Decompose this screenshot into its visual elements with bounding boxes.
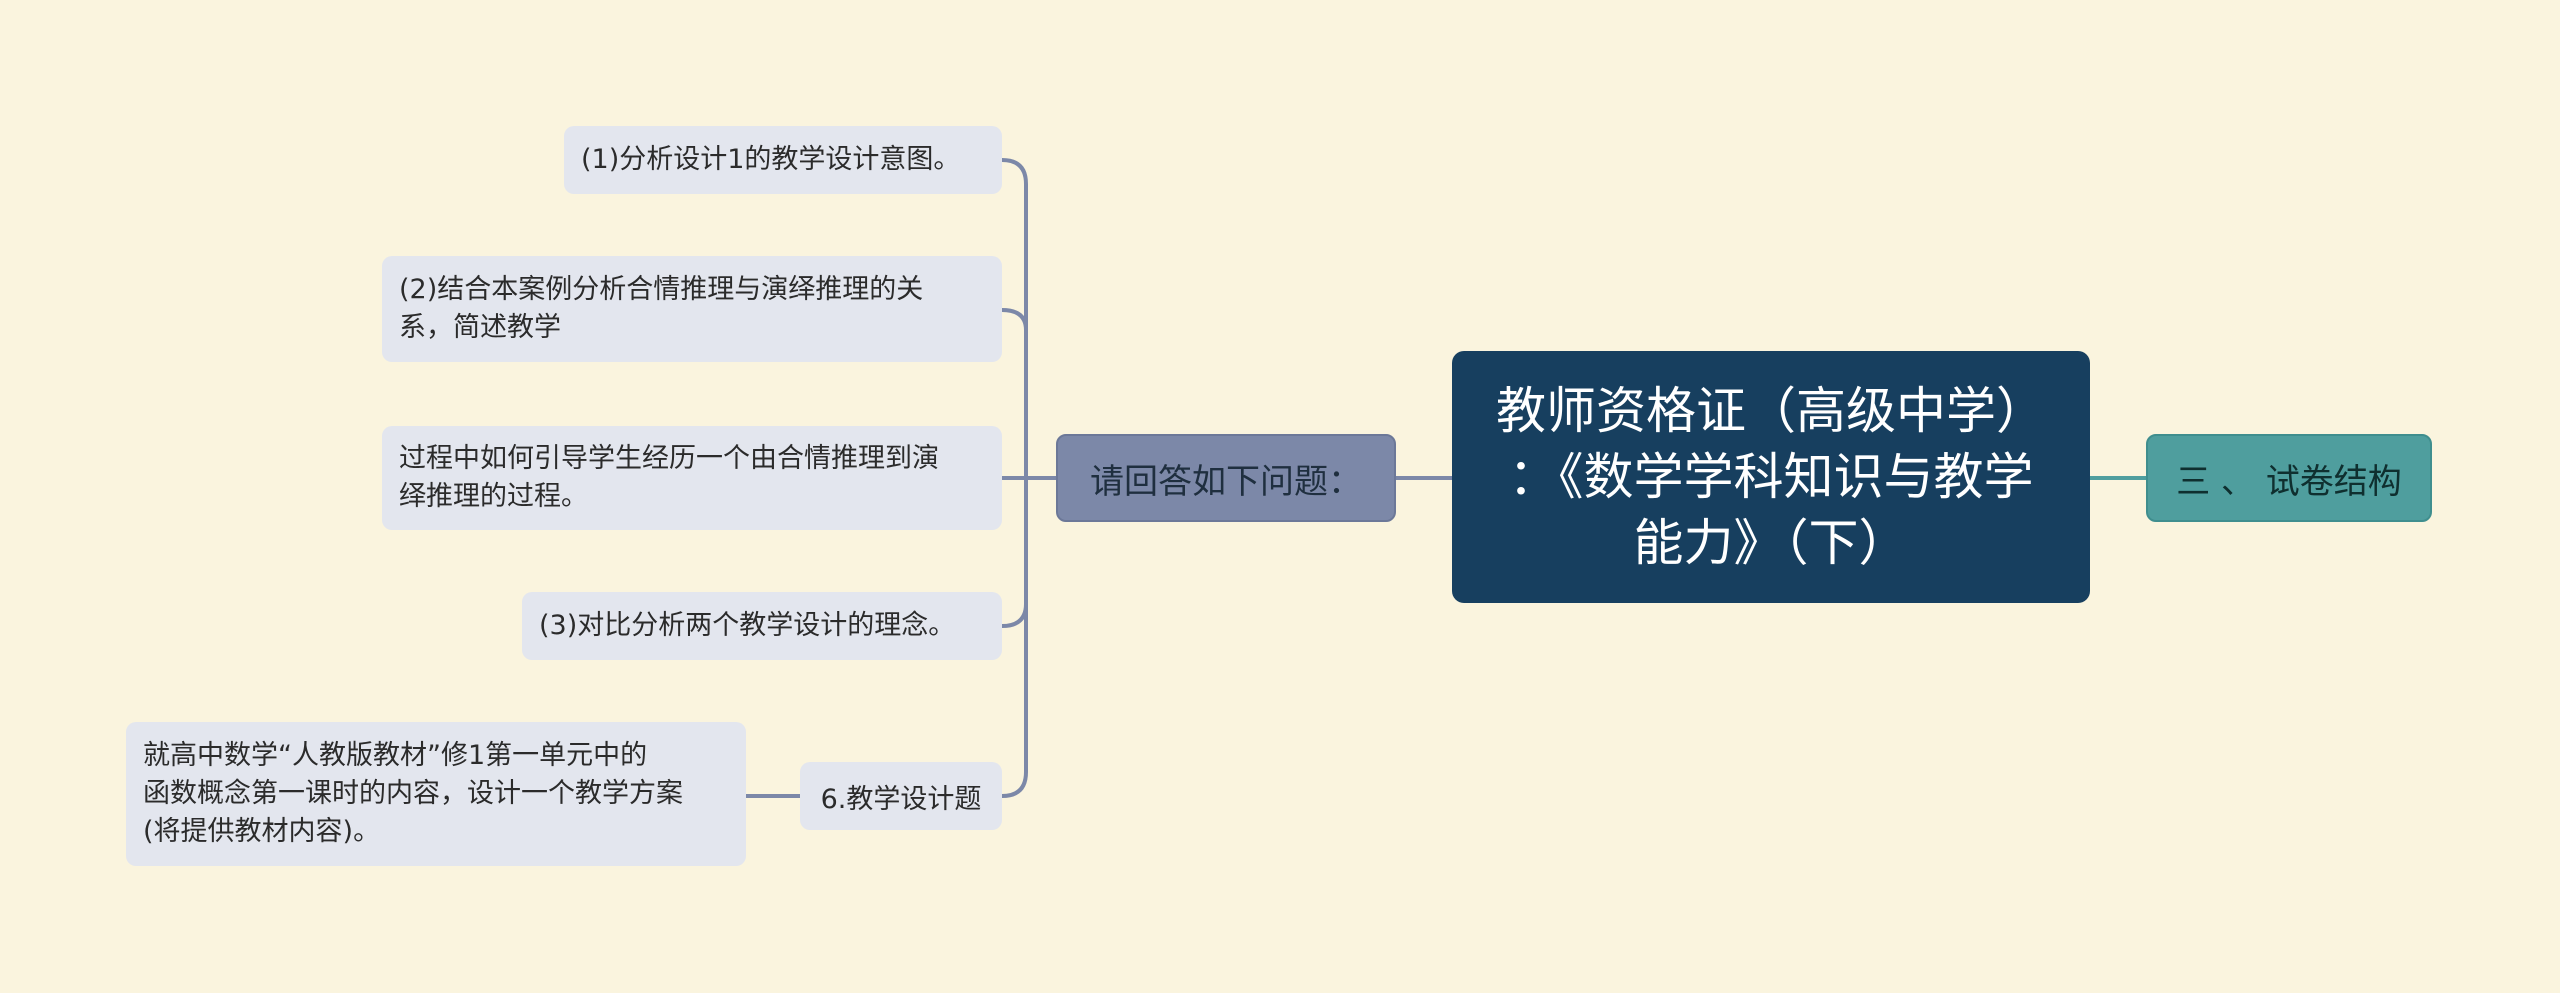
root-node[interactable]: 教师资格证（高级中学） ：《数学学科知识与教学 能力》（下） (1452, 351, 2090, 603)
branch-questions-label: 请回答如下问题： (1090, 461, 1362, 502)
root-line-3: 能力》（下） (1633, 514, 1909, 572)
root-line-1: 教师资格证（高级中学） (1496, 382, 2046, 440)
question-leaf-4[interactable]: (3)对比分析两个教学设计的理念。 (522, 592, 1002, 660)
question-leaf-3[interactable]: 过程中如何引导学生经历一个由合情推理到演 绎推理的过程。 (382, 426, 1002, 530)
design-task-detail[interactable]: 就高中数学“人教版教材”修1第一单元中的 函数概念第一课时的内容，设计一个教学方… (126, 722, 746, 866)
question-leaf-4-line-1: (3)对比分析两个教学设计的理念。 (539, 610, 956, 641)
design-task-detail-line-3: (将提供教材内容)。 (143, 816, 381, 847)
question-leaf-1-line-1: (1)分析设计1的教学设计意图。 (581, 144, 961, 175)
question-leaf-1[interactable]: (1)分析设计1的教学设计意图。 (564, 126, 1002, 194)
design-task-label: 6.教学设计题 (820, 783, 982, 815)
design-task-detail-line-1: 就高中数学“人教版教材”修1第一单元中的 (143, 740, 648, 771)
connector-child-4 (1001, 603, 1028, 628)
question-leaf-2-line-1: (2)结合本案例分析合情推理与演绎推理的关 (399, 274, 924, 305)
connector-child-1 (1001, 308, 1028, 331)
branch-test-structure[interactable]: 三 、 试卷结构 (2146, 434, 2432, 522)
root-line-2: ：《数学学科知识与教学 (1508, 448, 2034, 506)
branch-test-structure-label: 三 、 试卷结构 (2176, 461, 2402, 502)
question-leaf-2[interactable]: (2)结合本案例分析合情推理与演绎推理的关 系，简述教学 (382, 256, 1002, 362)
question-leaf-3-line-1: 过程中如何引导学生经历一个由合情推理到演 (399, 443, 939, 474)
question-leaf-3-line-2: 绎推理的过程。 (399, 481, 588, 512)
question-leaf-2-line-2: 系，简述教学 (399, 312, 561, 343)
design-task-detail-line-2: 函数概念第一课时的内容，设计一个教学方案 (143, 778, 683, 809)
branch-questions[interactable]: 请回答如下问题： (1056, 434, 1396, 522)
design-task-node[interactable]: 6.教学设计题 (800, 762, 1002, 830)
